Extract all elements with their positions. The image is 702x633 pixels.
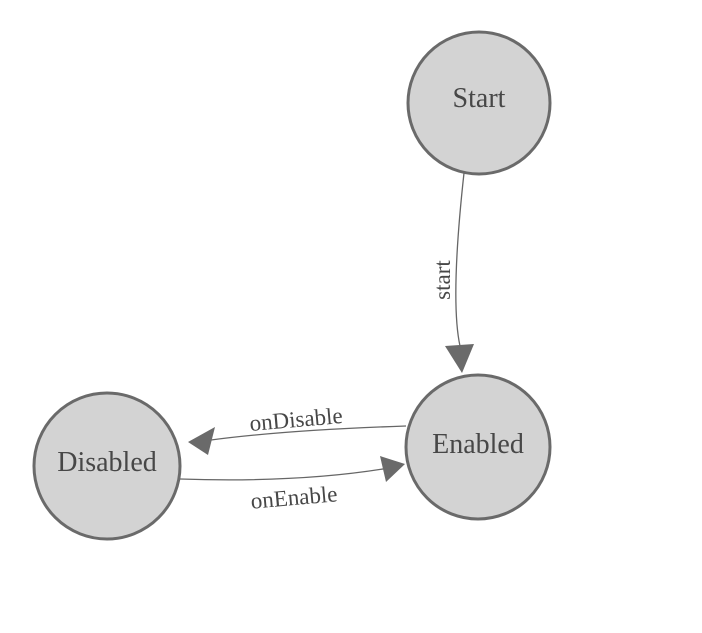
node-enabled-label: Enabled xyxy=(432,429,524,460)
node-enabled: Enabled xyxy=(404,373,552,521)
arrowhead-icon xyxy=(188,427,215,455)
edge-start-to-enabled: start xyxy=(430,172,474,373)
node-start-circle xyxy=(406,30,552,176)
node-disabled-circle xyxy=(32,391,182,541)
node-disabled: Disabled xyxy=(32,391,182,541)
edge-disabled-to-enabled: onEnable xyxy=(179,456,405,514)
arrowhead-icon xyxy=(380,456,405,482)
edge-disabled-to-enabled-line xyxy=(179,467,390,481)
edge-label-start: start xyxy=(430,260,455,300)
edge-start-to-enabled-line xyxy=(455,172,465,347)
edge-enabled-to-disabled-line xyxy=(210,425,407,441)
edge-label-ondisable: onDisable xyxy=(248,403,343,436)
node-start: Start xyxy=(406,30,552,176)
edge-label-onenable: onEnable xyxy=(250,481,339,513)
node-disabled-label: Disabled xyxy=(57,447,157,478)
node-enabled-circle xyxy=(404,373,552,521)
node-start-label: Start xyxy=(453,83,506,114)
edge-enabled-to-disabled: onDisable xyxy=(188,403,407,455)
arrowhead-icon xyxy=(445,344,474,373)
